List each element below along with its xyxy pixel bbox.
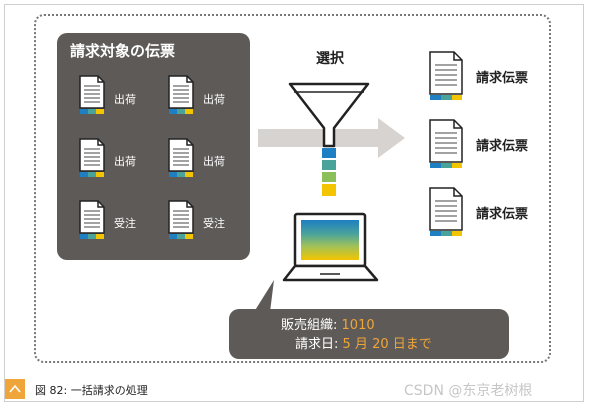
- document-label: 出荷: [203, 93, 225, 106]
- process-boundary: [34, 14, 551, 363]
- figure-frame: [4, 4, 584, 402]
- watermark: CSDN @东京老树根: [404, 383, 533, 399]
- document-icon: [79, 75, 105, 114]
- sales-org-row: 販売組織: 1010: [281, 314, 375, 333]
- document-icon: [168, 200, 194, 239]
- document-label: 出荷: [114, 93, 136, 106]
- document-icon: [168, 75, 194, 114]
- billing-document-icon: [429, 51, 463, 100]
- document-icon: [79, 200, 105, 239]
- document-label: 受注: [114, 217, 136, 230]
- document-icon: [168, 138, 194, 177]
- billing-document-label: 請求伝票: [476, 207, 529, 222]
- document-label: 受注: [203, 217, 225, 230]
- billing-date-value: 5 月 20 日まで: [342, 337, 432, 352]
- figure-caption: 図 82: 一括請求の処理: [35, 384, 148, 397]
- funnel-filter-icon: [288, 82, 370, 196]
- sales-org-value: 1010: [341, 318, 375, 333]
- billing-criteria-panel: [229, 309, 509, 359]
- billing-target-title: 請求対象の伝票: [70, 42, 176, 60]
- billing-document-label: 請求伝票: [476, 139, 529, 154]
- billing-date-row: 請求日: 5 月 20 日まで: [295, 333, 432, 352]
- caption-marker-icon: [5, 379, 25, 399]
- billing-date-label: 請求日:: [295, 337, 339, 352]
- billing-document-icon: [429, 187, 463, 236]
- billing-document-label: 請求伝票: [476, 71, 529, 86]
- laptop-icon: [282, 212, 379, 282]
- document-icon: [79, 138, 105, 177]
- speech-pointer: [254, 280, 274, 312]
- document-label: 出荷: [203, 155, 225, 168]
- selection-label: 選択: [316, 51, 344, 67]
- sales-org-label: 販売組織:: [281, 318, 338, 333]
- billing-document-icon: [429, 119, 463, 168]
- document-label: 出荷: [114, 155, 136, 168]
